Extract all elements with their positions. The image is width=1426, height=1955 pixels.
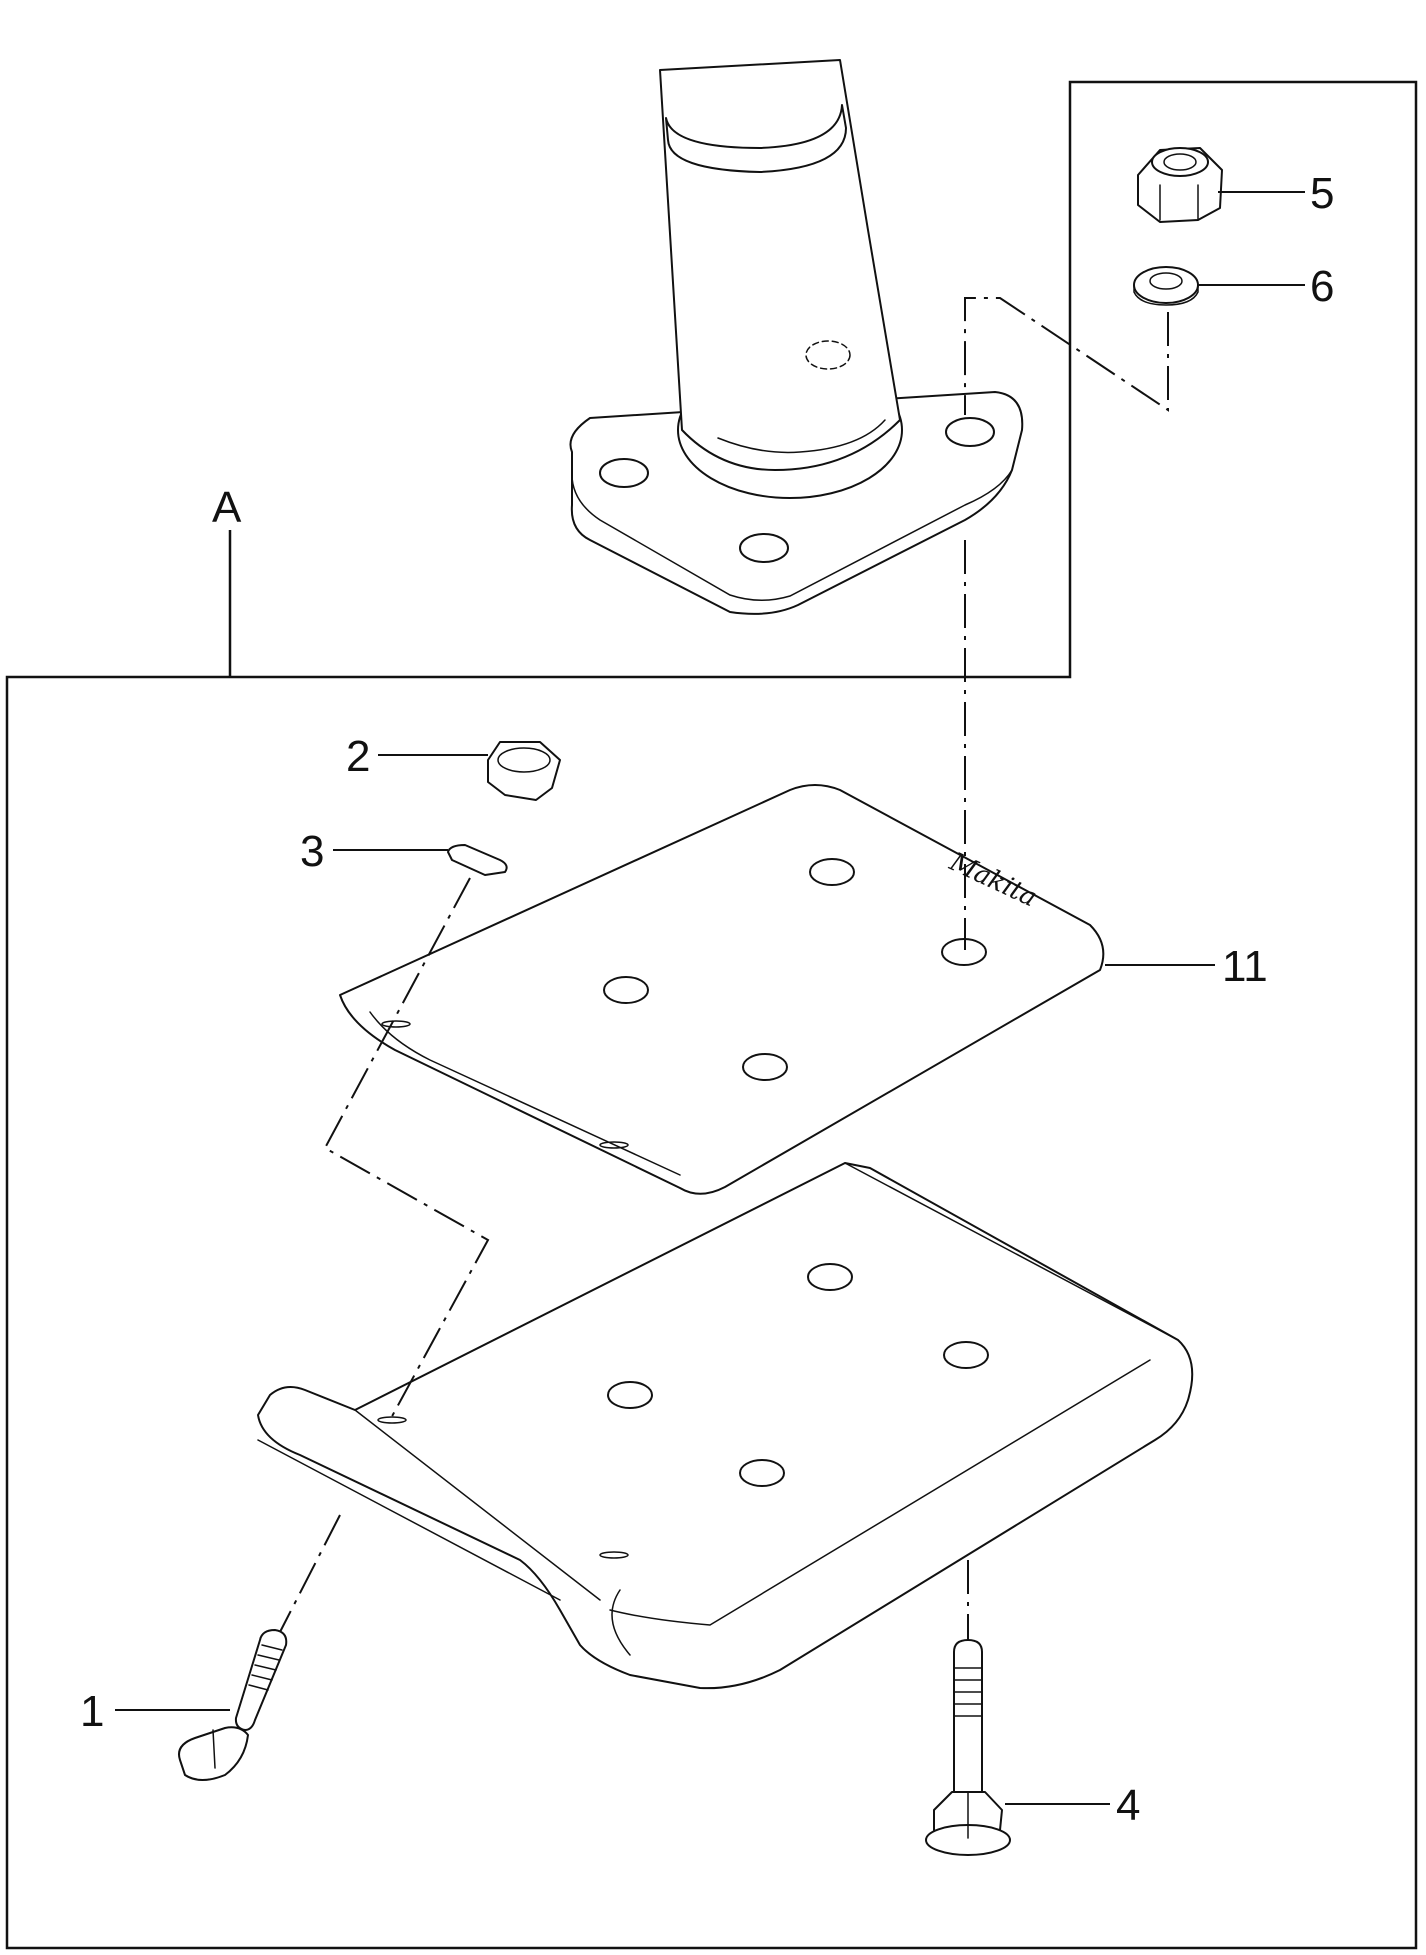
callout-leaders bbox=[115, 191, 1305, 1805]
callout-5: 5 bbox=[1310, 169, 1334, 218]
washer-part-3 bbox=[447, 844, 508, 876]
callout-11: 11 bbox=[1222, 942, 1268, 991]
screw-part-1 bbox=[178, 1629, 288, 1781]
callout-6: 6 bbox=[1310, 262, 1334, 311]
lower-footplate bbox=[257, 1162, 1194, 1690]
callout-1: 1 bbox=[80, 1687, 104, 1736]
spring-washer-part-6 bbox=[1133, 266, 1199, 306]
detail-label-a: A bbox=[212, 483, 242, 532]
callout-4: 4 bbox=[1116, 1781, 1140, 1830]
callout-3: 3 bbox=[300, 827, 324, 876]
lock-nut-part-5 bbox=[1137, 147, 1223, 223]
callout-2: 2 bbox=[346, 732, 370, 781]
nut-part-2 bbox=[487, 741, 561, 801]
pole-mounting-flange bbox=[569, 59, 1024, 615]
bolt-part-4 bbox=[925, 1639, 1011, 1856]
detail-frame bbox=[5, 80, 1418, 1950]
assembly-axes bbox=[279, 297, 1169, 1640]
